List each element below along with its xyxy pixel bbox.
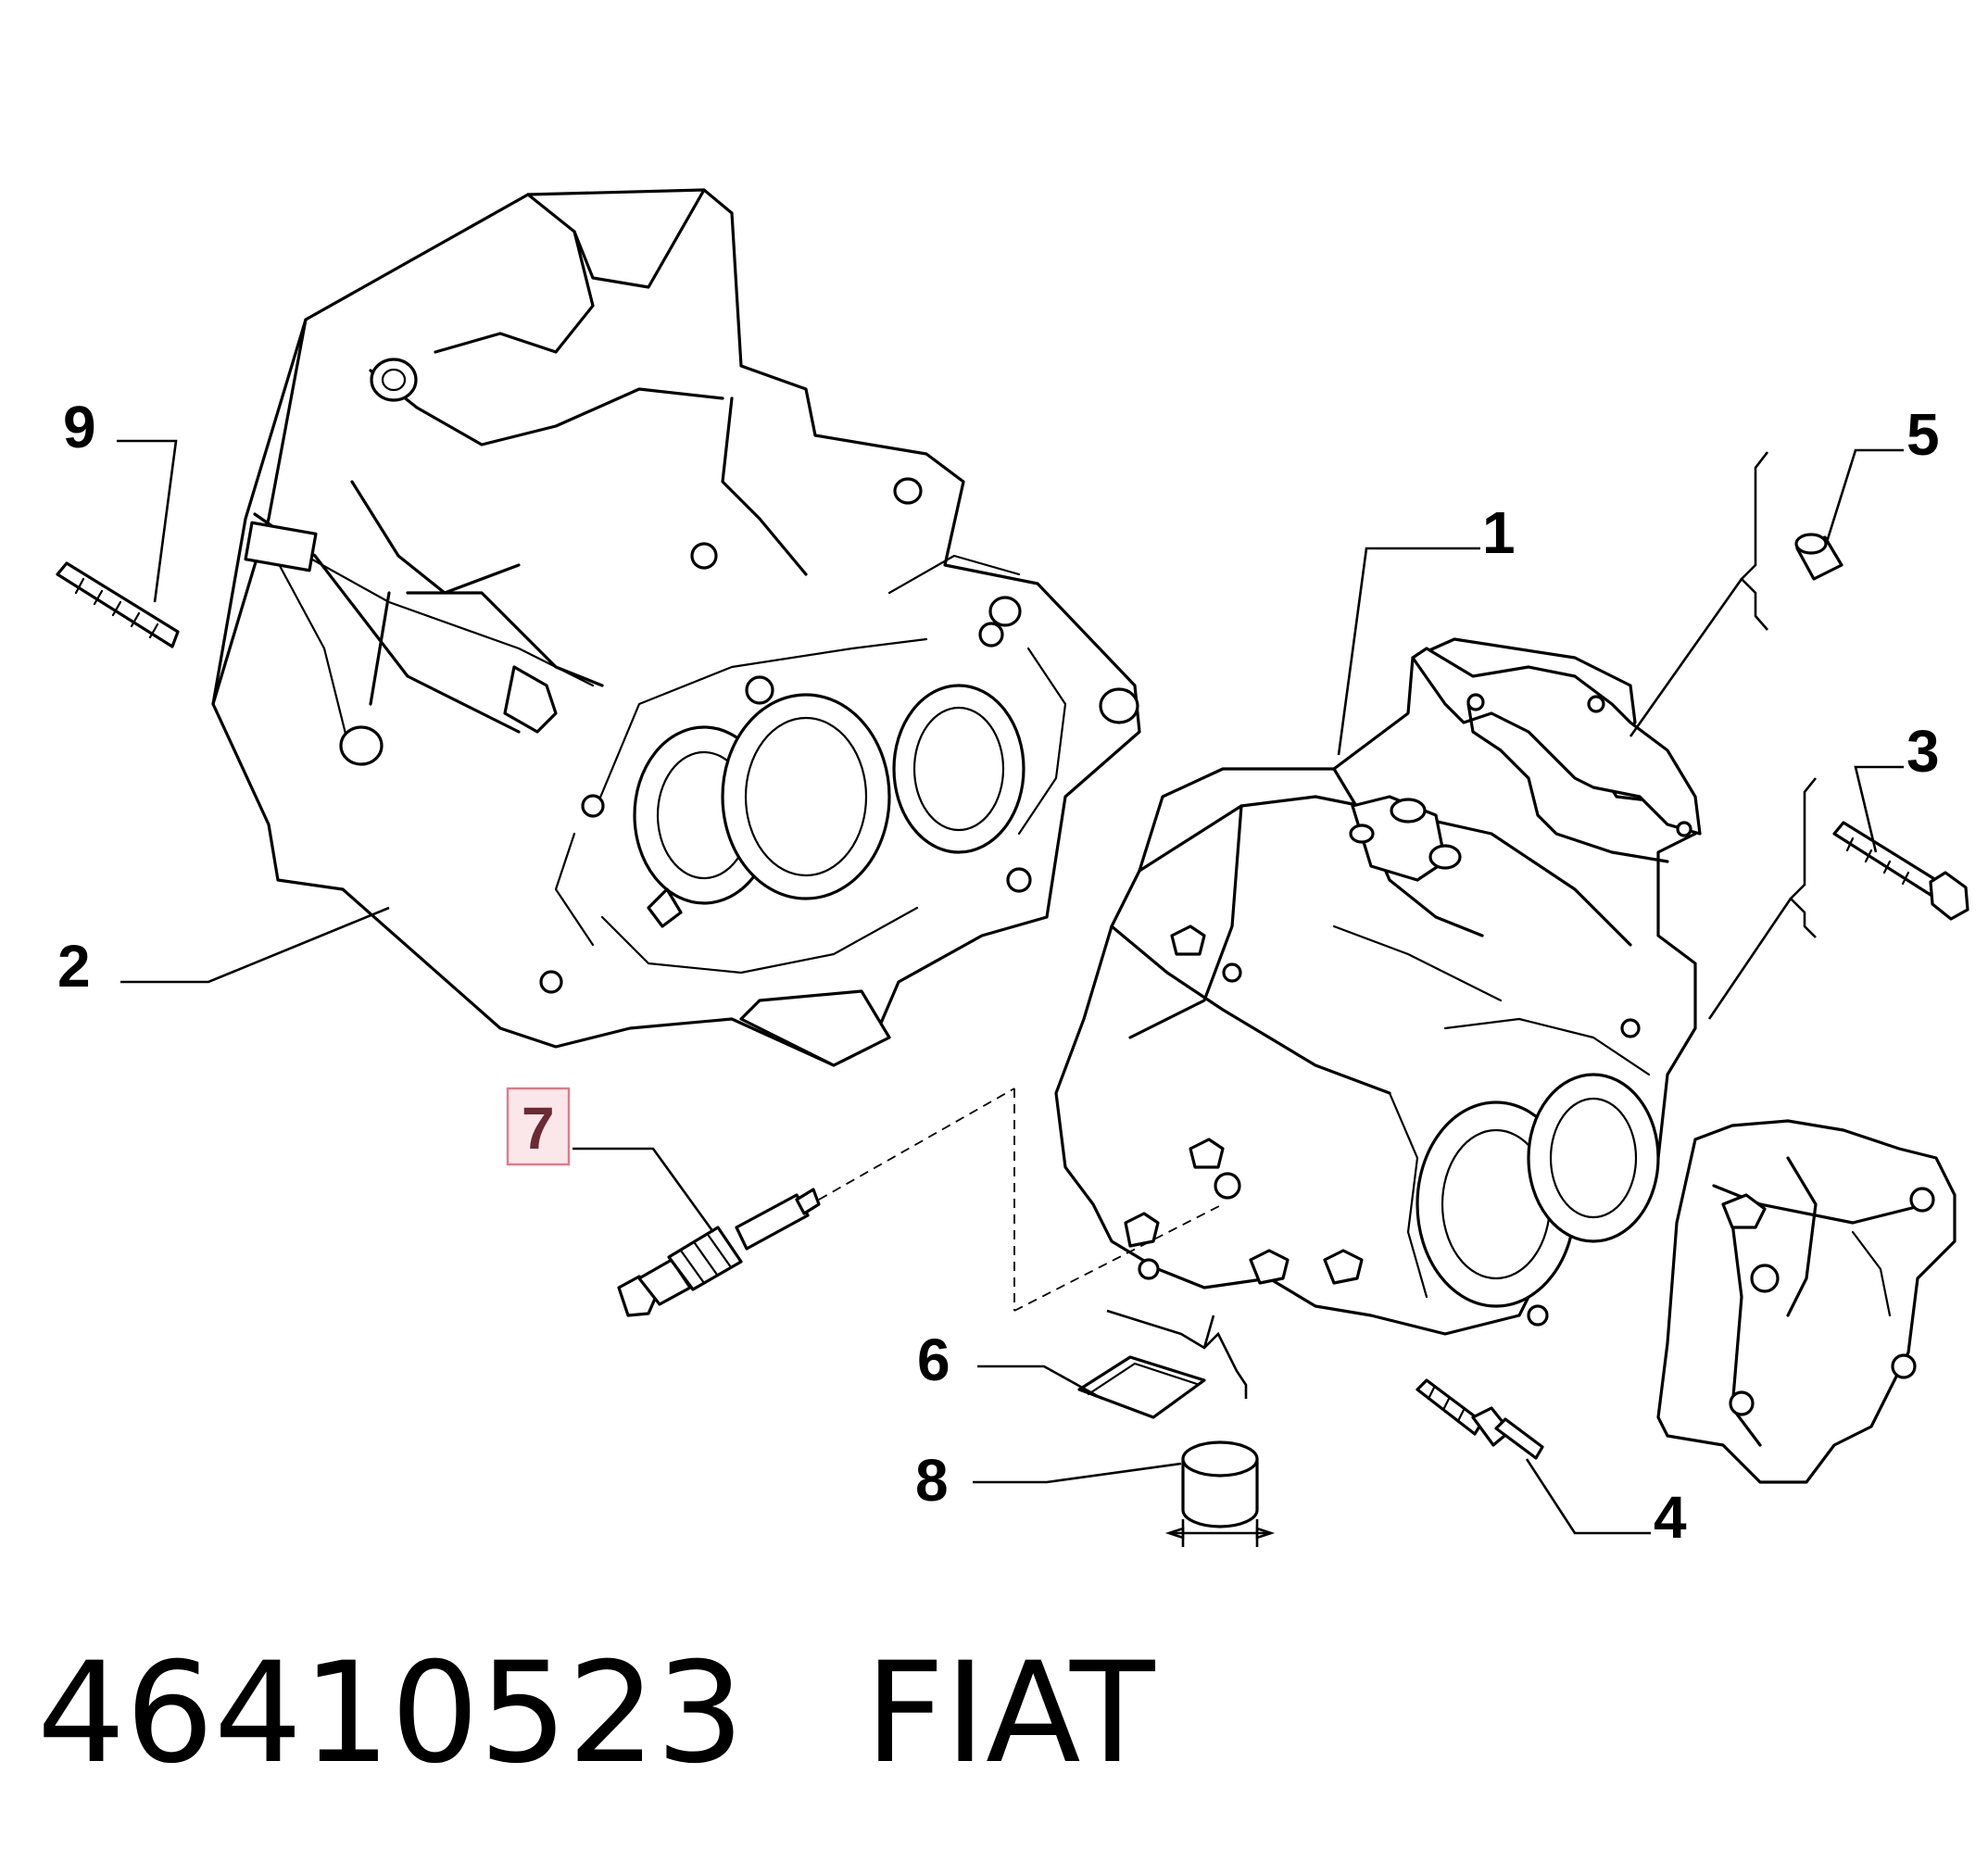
leader-4 (1525, 1458, 1651, 1535)
callout-6[interactable]: 6 (917, 1327, 950, 1393)
sensor-part-7[interactable] (617, 1188, 821, 1317)
gearbox-housing-part-1[interactable] (1054, 637, 1702, 1336)
brand-name: FIAT (864, 1633, 1155, 1794)
callout-1[interactable]: 1 (1482, 499, 1516, 566)
callout-labels: 1 2 3 4 5 6 7 8 9 (57, 394, 1940, 1551)
leader-2 (120, 906, 390, 984)
group-brackets (1106, 451, 1818, 1399)
part-number: 46410523 (37, 1633, 745, 1794)
callout-7-highlight (506, 1087, 571, 1166)
gasket-part-6[interactable] (1077, 1355, 1206, 1419)
callout-2[interactable]: 2 (57, 933, 91, 1000)
callout-4[interactable]: 4 (1654, 1484, 1687, 1551)
leader-9 (117, 439, 178, 603)
leader-8 (973, 1462, 1182, 1484)
stud-part-9[interactable] (56, 561, 180, 648)
callout-7[interactable]: 7 (522, 1095, 555, 1162)
leader-6 (977, 1365, 1103, 1401)
stud-part-4[interactable] (1416, 1378, 1544, 1460)
bell-housing-part-2[interactable] (211, 188, 1141, 1067)
leader-7 (572, 1147, 715, 1233)
callout-3[interactable]: 3 (1906, 718, 1940, 785)
callout-8[interactable]: 8 (915, 1447, 949, 1514)
callout-5[interactable]: 5 (1906, 401, 1940, 468)
projection-lines (818, 1088, 1224, 1312)
leader-1 (1337, 547, 1480, 756)
bushing-part-5[interactable] (1794, 533, 1843, 581)
leader-3 (1854, 765, 1904, 853)
callout-9[interactable]: 9 (63, 394, 96, 460)
plug-part-8[interactable] (1164, 1440, 1276, 1547)
end-cover (1656, 1119, 1957, 1484)
bolt-part-3[interactable] (1832, 821, 1969, 921)
leader-lines (117, 439, 1904, 1535)
leader-5 (1825, 448, 1904, 543)
